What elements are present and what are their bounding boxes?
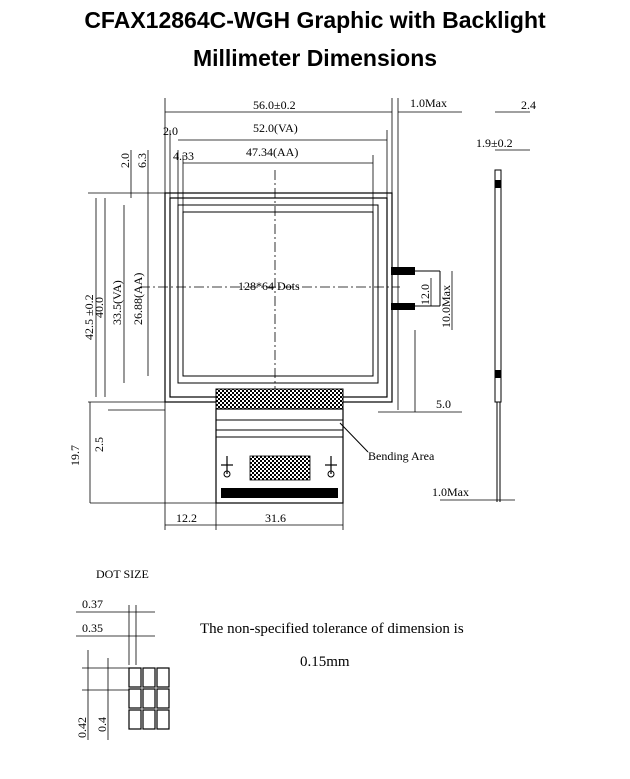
dim-height-425: 42.5 ±0.2	[82, 294, 96, 340]
module-outer-frame	[164, 192, 393, 403]
top-dimensions	[164, 98, 462, 410]
dot-width-2: 0.35	[82, 621, 103, 635]
dim-left-6-3: 6.3	[135, 153, 149, 168]
fpc-chip	[249, 455, 311, 481]
dim-va-width: 52.0(VA)	[253, 121, 298, 135]
dim-height-va: 33.5(VA)	[110, 280, 124, 325]
dim-connector-12: 12.0	[418, 284, 432, 305]
tolerance-note-line-1: The non-specified tolerance of dimension…	[200, 621, 464, 637]
dot-height-2: 0.4	[95, 717, 109, 732]
left-dimensions	[88, 150, 216, 504]
side-connector	[391, 267, 441, 310]
fpc-hatched-bond	[215, 388, 344, 410]
module-bezel	[169, 197, 388, 398]
dim-left-2-5: 2.5	[92, 437, 106, 452]
right-dimensions	[378, 271, 462, 413]
dim-top-max: 1.0Max	[410, 96, 447, 110]
dot-size-header: DOT SIZE	[96, 567, 149, 581]
dim-side-pcb: 1.9±0.2	[476, 136, 513, 150]
title-line-2: Millimeter Dimensions	[192, 45, 438, 71]
dim-va-offset: 2.0	[163, 124, 178, 138]
dot-width-1: 0.37	[82, 597, 103, 611]
bottom-dimensions	[164, 402, 344, 530]
dim-connector-max: 10.0Max	[439, 285, 453, 328]
dim-overall-width: 56.0±0.2	[253, 98, 296, 112]
active-area-frame	[182, 211, 374, 377]
fpc-contacts	[221, 488, 338, 498]
title-line-1: CFAX12864C-WGH Graphic with Backlight	[84, 7, 546, 33]
tolerance-note-line-2: 0.15mm	[300, 654, 350, 670]
dim-bottom-31-6: 31.6	[265, 511, 286, 525]
viewing-area-frame	[177, 204, 379, 384]
side-view	[440, 111, 530, 502]
dim-aa-width: 47.34(AA)	[246, 145, 298, 159]
dot-size-dimensions	[76, 605, 155, 740]
dim-bottom-max: 1.0Max	[432, 485, 469, 499]
dot-grid	[128, 667, 170, 730]
dim-bottom-12-2: 12.2	[176, 511, 197, 525]
bending-area-label: Bending Area	[368, 449, 435, 463]
dim-height-400: 40.0	[92, 297, 106, 318]
dim-height-aa: 26.88(AA)	[131, 273, 145, 325]
module-outline	[164, 192, 393, 403]
center-lines	[140, 170, 400, 400]
dot-height-1: 0.42	[75, 717, 89, 738]
dim-left-2-0: 2.0	[118, 153, 132, 168]
fpc-tail	[215, 388, 369, 504]
dim-left-19-7: 19.7	[68, 445, 82, 466]
dim-aa-offset: 4.33	[173, 149, 194, 163]
bending-leader	[339, 422, 369, 453]
center-dots-label: 128*64 Dots	[238, 279, 300, 293]
dim-right-5-0: 5.0	[436, 397, 451, 411]
dim-side-thickness: 2.4	[521, 98, 536, 112]
